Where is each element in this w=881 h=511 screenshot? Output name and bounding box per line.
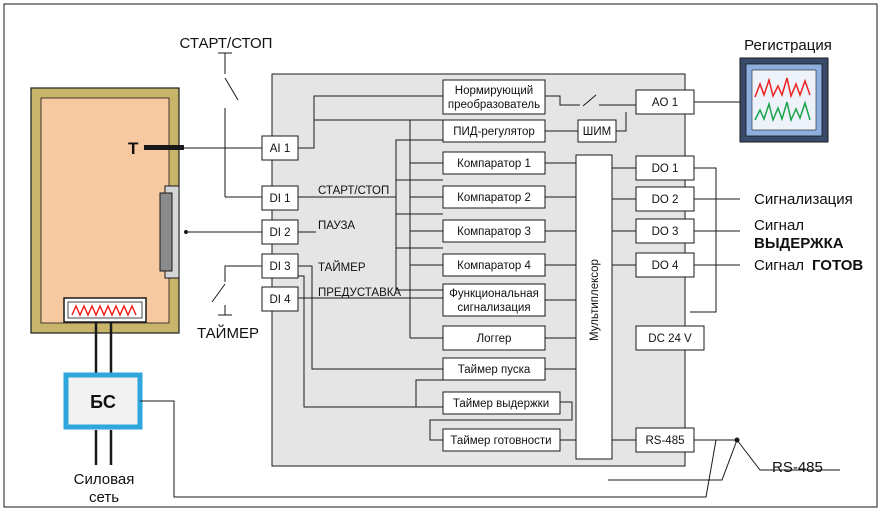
multiplexer-label: Мультиплексор [589, 259, 601, 341]
recorder-monitor-icon [739, 57, 829, 143]
normalizer-label-1: Нормирующий [455, 85, 533, 97]
output-do1 [635, 155, 695, 181]
output-rs485-label: RS-485 [646, 435, 685, 447]
ready-signal-label: ГОТОВ [812, 257, 863, 274]
heater-coil-icon [71, 304, 137, 317]
timer-switch-label: ТАЙМЕР [197, 324, 259, 342]
input-di1-label: DI 1 [269, 193, 290, 205]
input-di4-label: DI 4 [269, 294, 291, 306]
di2-function-label: ПАУЗА [318, 220, 355, 232]
hold-timer-label: Таймер выдержки [453, 398, 549, 410]
normalizer-label-2: преобразователь [448, 99, 540, 111]
input-di1 [261, 185, 299, 211]
function-alarm-label-1: Функциональная [449, 288, 539, 300]
function-alarm-label-2: сигнализация [457, 302, 530, 314]
power-block-label: БС [90, 392, 116, 412]
alarm-output-label: Сигнализация [754, 191, 853, 208]
mains-label-line2: сеть [89, 489, 119, 506]
hold-signal-label: ВЫДЕРЖКА [754, 235, 844, 252]
start-stop-switch-contact [224, 77, 239, 101]
di4-function-label: ПРЕДУСТАВКА [318, 287, 401, 299]
input-di4 [261, 286, 299, 312]
timer-switch-contact [211, 283, 226, 303]
comparator-3-block [442, 219, 546, 243]
comparator-1-block [442, 151, 546, 175]
mains-label-line1: Силовая [74, 471, 135, 488]
normalizer-block [442, 79, 546, 115]
pwm-block [577, 119, 617, 143]
output-do2 [635, 186, 695, 212]
ready-timer-block [442, 428, 561, 452]
door-sensor-node [184, 230, 188, 234]
input-di2 [261, 219, 299, 245]
output-blocks: AO 1 DO 1 DO 2 DO 3 DO 4 DC 24 V RS-485 [635, 89, 705, 453]
recorder-label: Регистрация [744, 37, 832, 54]
hold-signal-word: Сигнал [754, 217, 804, 234]
pwm-label: ШИМ [583, 126, 611, 138]
di3-function-label: ТАЙМЕР [318, 261, 366, 274]
power-block-bs [63, 372, 143, 430]
output-do4-label: DO 4 [652, 260, 679, 272]
timer-switch-wire [224, 265, 262, 282]
output-do3-label: DO 3 [652, 226, 679, 238]
processing-blocks: Нормирующий преобразователь ПИД-регулято… [442, 79, 617, 460]
output-rs485 [635, 427, 695, 453]
recorder-plot-area [751, 69, 817, 131]
logger-label: Логгер [477, 333, 512, 345]
output-wiring [608, 101, 840, 481]
thermocouple-probe [144, 145, 184, 150]
comparator-4-label: Компаратор 4 [457, 260, 531, 272]
internal-wiring [298, 94, 636, 441]
output-do3 [635, 218, 695, 244]
recorder-trace-red [754, 77, 811, 99]
hold-timer-block [442, 391, 561, 415]
rs485-bus-label: RS-485 [772, 459, 823, 476]
comparator-4-block [442, 253, 546, 277]
diagram-frame [3, 3, 878, 508]
output-do2-label: DO 2 [652, 194, 679, 206]
input-di2-label: DI 2 [269, 227, 290, 239]
function-alarm-block [442, 283, 546, 317]
input-di3-label: DI 3 [269, 261, 290, 273]
output-do4 [635, 252, 695, 278]
recorder-trace-green [754, 100, 811, 123]
input-ai1-label: AI 1 [270, 143, 290, 155]
output-dc24 [635, 325, 705, 351]
di1-function-label: СТАРТ/СТОП [318, 185, 389, 197]
oven-door-seal [159, 192, 173, 272]
comparator-2-block [442, 185, 546, 209]
rs485-junction [734, 437, 740, 443]
comparator-2-label: Компаратор 2 [457, 192, 531, 204]
start-timer-label: Таймер пуска [458, 364, 531, 376]
oven-chamber [40, 97, 170, 324]
thermocouple-label: Т [128, 139, 139, 158]
oven: Т [30, 87, 184, 334]
start-timer-block [442, 357, 546, 381]
ready-timer-label: Таймер готовности [450, 435, 551, 447]
ready-signal-word: Сигнал [754, 257, 804, 274]
logger-block [442, 325, 546, 351]
pid-block [442, 119, 546, 143]
output-dc24-label: DC 24 V [648, 333, 692, 345]
output-ao1-label: AO 1 [652, 97, 678, 109]
output-do1-label: DO 1 [652, 163, 679, 175]
start-stop-switch-label: СТАРТ/СТОП [180, 35, 273, 52]
pid-label: ПИД-регулятор [453, 126, 535, 138]
comparator-1-label: Компаратор 1 [457, 158, 531, 170]
comparator-3-label: Компаратор 3 [457, 226, 531, 238]
multiplexer-block [575, 154, 613, 460]
